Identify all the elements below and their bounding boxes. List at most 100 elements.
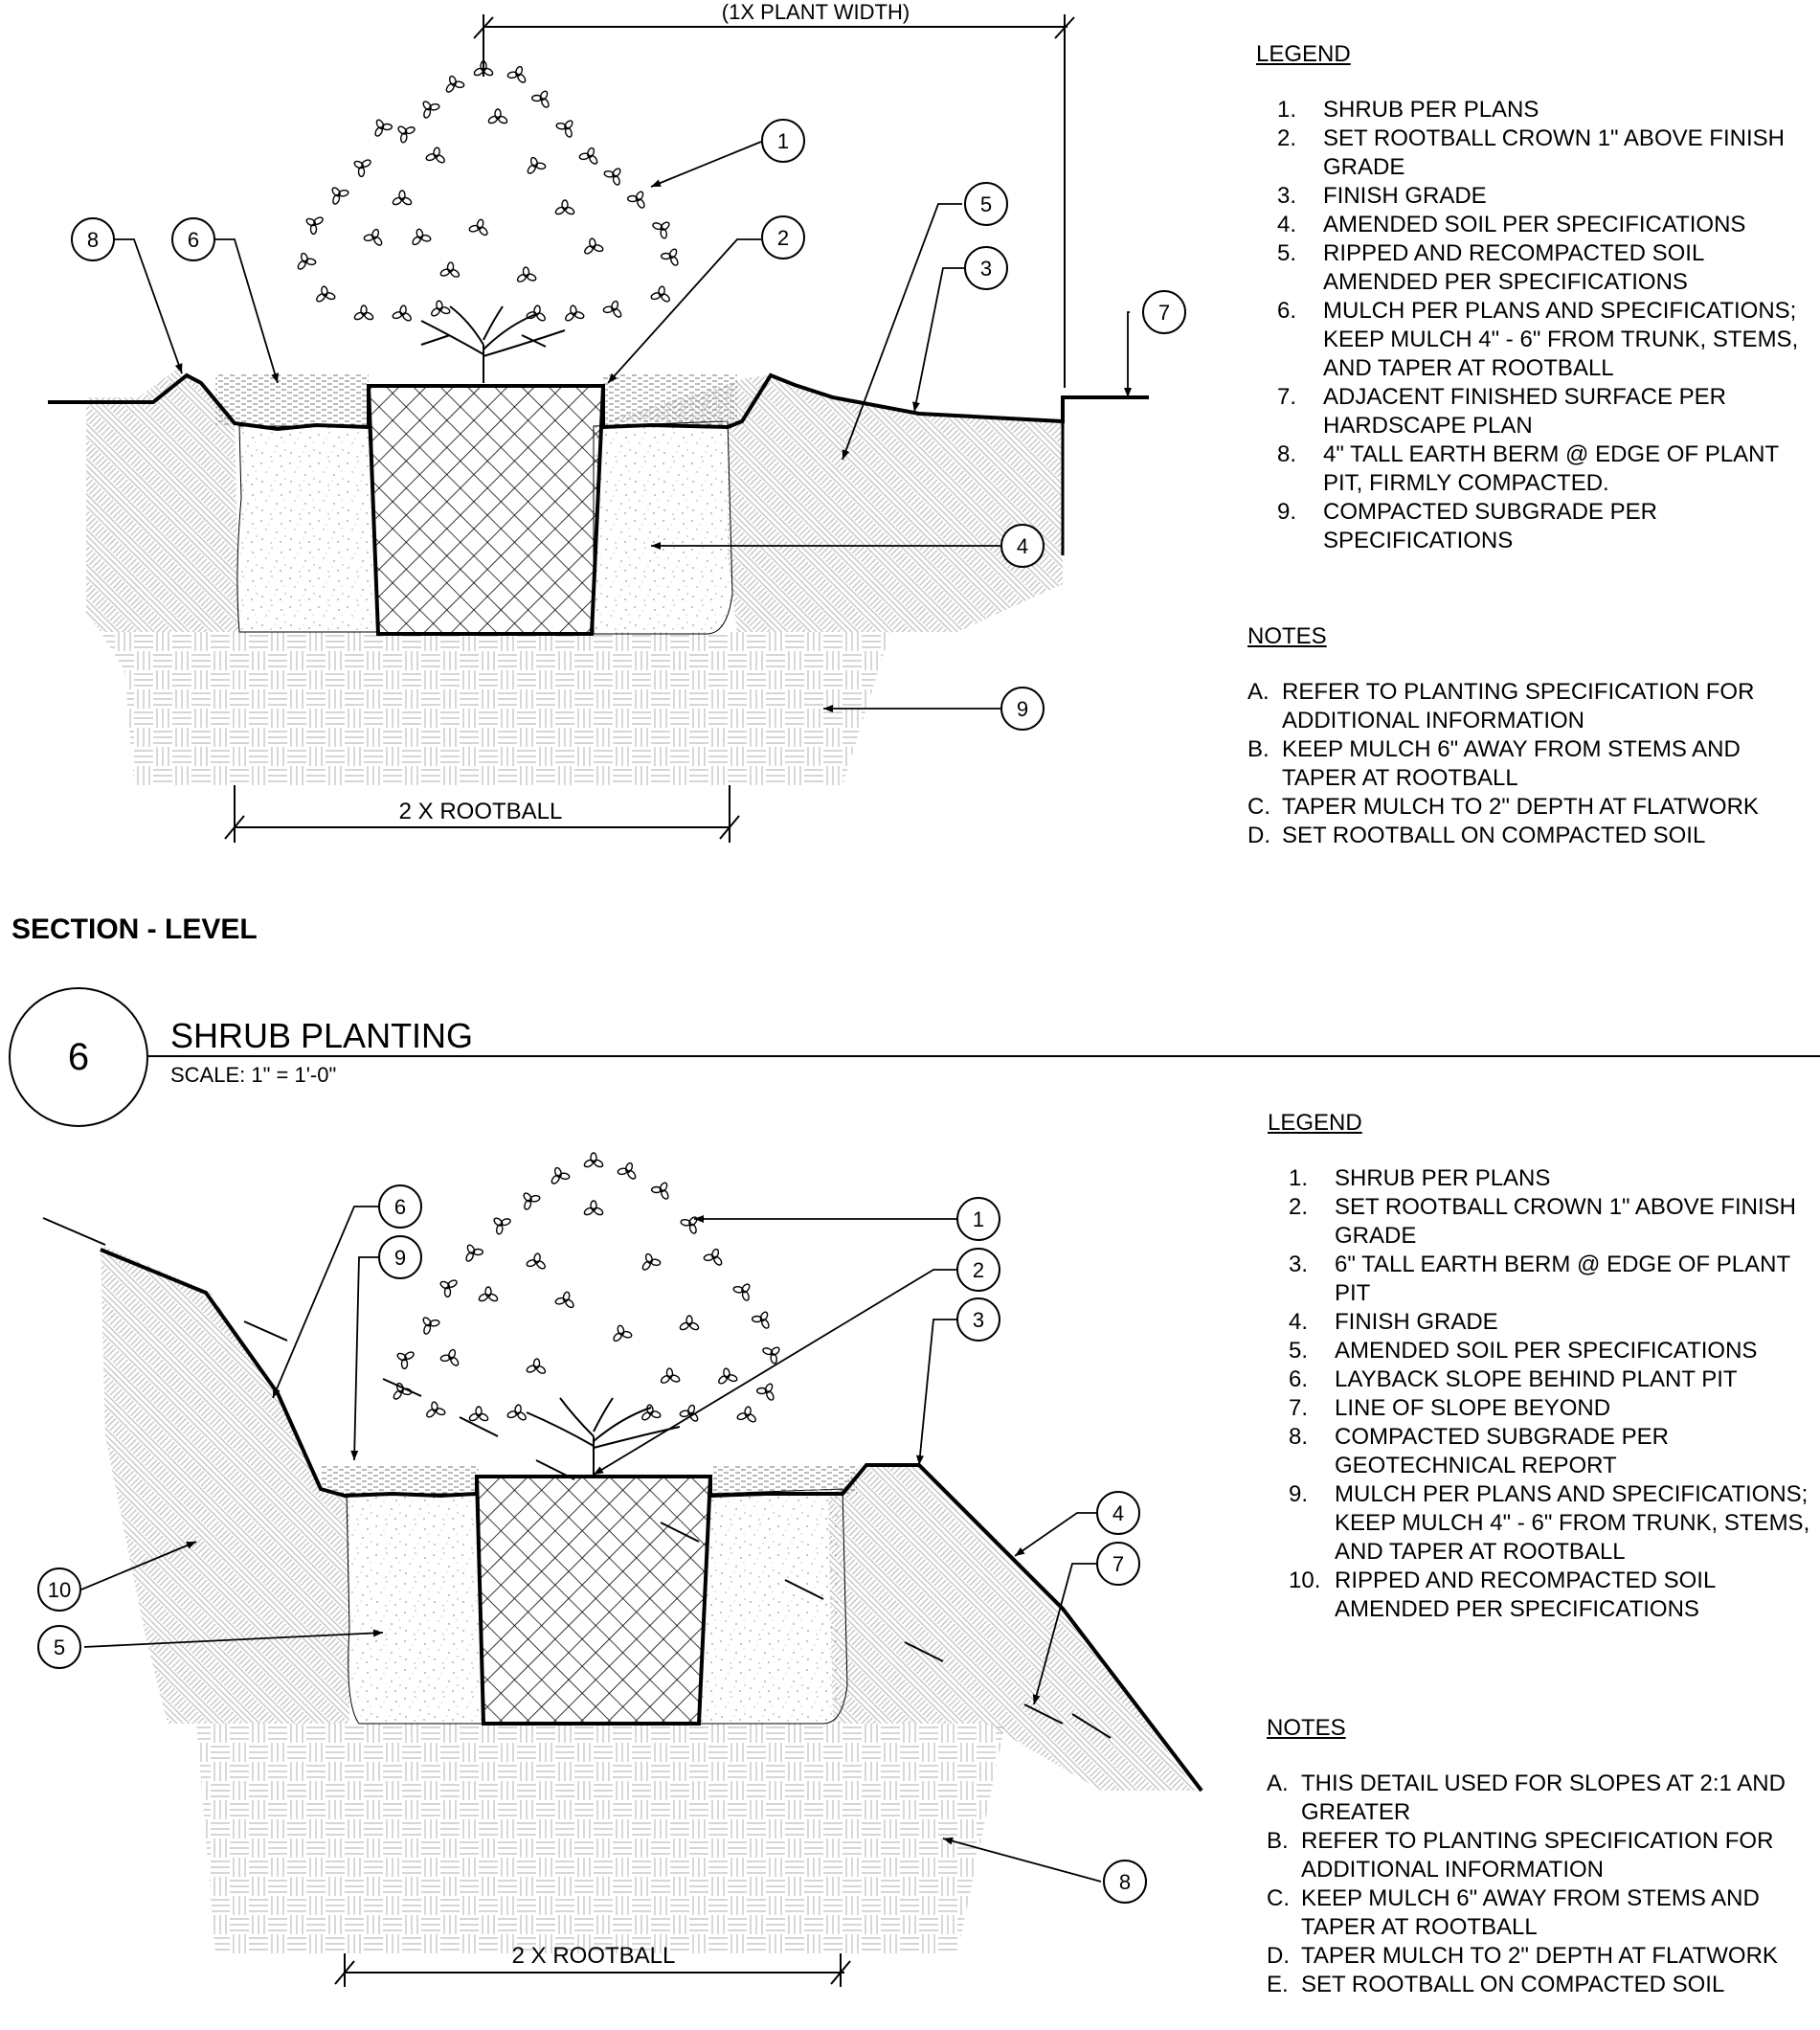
leaf-cluster [505, 62, 531, 86]
callout-number: 2 [777, 226, 789, 250]
leaf-cluster [576, 144, 603, 168]
leaf-cluster [714, 1365, 740, 1387]
callout-number: 1 [973, 1207, 984, 1231]
leaf-cluster [361, 225, 388, 249]
callout-circle [71, 217, 115, 261]
leaf-cluster [324, 180, 352, 208]
leaf-cluster [561, 303, 587, 324]
bottom-notes-list: A.THIS DETAIL USED FOR SLOPES AT 2:1 AND… [1267, 1770, 1812, 1999]
leader-lines-bottom [80, 1206, 1102, 1883]
leaf-cluster [392, 1344, 417, 1372]
shrub-stems-bottom [526, 1397, 681, 1475]
amended-soil [236, 425, 379, 633]
leaf-cluster [734, 1404, 760, 1425]
callout-number: 1 [777, 129, 789, 153]
callout-number: 8 [1119, 1870, 1131, 1894]
callout-number: 9 [1017, 697, 1028, 721]
leaf-cluster [505, 1402, 530, 1423]
legend-item: 2.SET ROOTBALL CROWN 1" ABOVE FINISH GRA… [1277, 125, 1785, 180]
legend-item: 8.COMPACTED SUBGRADE PER GEOTECHNICAL RE… [1289, 1424, 1669, 1478]
legend-item: 9.MULCH PER PLANS AND SPECIFICATIONS; KE… [1289, 1481, 1810, 1565]
top-legend-list: 1.SHRUB PER PLANS 2.SET ROOTBALL CROWN 1… [1256, 96, 1811, 555]
ripped-soil-slope-left [101, 1245, 349, 1724]
leaf-cluster [528, 85, 556, 111]
bottom-notes-title: NOTES [1267, 1715, 1346, 1741]
leaf-cluster [637, 1250, 663, 1274]
top-legend: LEGEND 1.SHRUB PER PLANS 2.SET ROOTBALL … [1256, 40, 1811, 555]
callout-number: 5 [54, 1635, 65, 1659]
leaf-cluster [415, 1310, 443, 1338]
top-notes: NOTES A.REFER TO PLANTING SPECIFICATION … [1247, 622, 1812, 850]
callout-circle [378, 1184, 422, 1229]
leaf-cluster [391, 118, 418, 147]
callout-circle [37, 1568, 81, 1612]
leaf-cluster [582, 1152, 605, 1169]
callout-number: 7 [1112, 1552, 1124, 1576]
leaf-cluster [600, 297, 627, 321]
note-item: A.REFER TO PLANTING SPECIFICATION FOR AD… [1247, 679, 1755, 733]
leaf-cluster [524, 303, 550, 324]
ripped-soil-right [603, 375, 1063, 632]
leaf-cluster [600, 161, 629, 189]
leaf-cluster [301, 210, 326, 237]
callout-circle [1142, 290, 1186, 334]
legend-item: 1.SHRUB PER PLANS [1277, 97, 1539, 123]
legend-item: 5.AMENDED SOIL PER SPECIFICATIONS [1289, 1338, 1758, 1364]
callout-circle [956, 1297, 1000, 1342]
note-item: B.KEEP MULCH 6" AWAY FROM STEMS AND TAPE… [1247, 736, 1741, 791]
rootball [366, 384, 606, 636]
mulch-bottom-right [713, 1465, 857, 1494]
rootball-dimension-bottom [334, 1953, 851, 1987]
callout-circle [1096, 1542, 1140, 1586]
callout-number: 8 [87, 228, 99, 252]
leaf-cluster [486, 108, 509, 125]
leaf-cluster [438, 260, 462, 280]
callout-number: 7 [1158, 301, 1170, 325]
shrub-foliage [292, 60, 685, 324]
callout-circle [378, 1235, 422, 1279]
callout-circle [1000, 524, 1045, 568]
bottom-legend: LEGEND 1.SHRUB PER PLANS 2.SET ROOTBALL … [1268, 1109, 1813, 1624]
legend-item: 7.ADJACENT FINISHED SURFACE PER HARDSCAP… [1277, 384, 1726, 439]
detail-number: 6 [68, 1036, 89, 1078]
legend-item: 2.SET ROOTBALL CROWN 1" ABOVE FINISH GRA… [1289, 1194, 1796, 1249]
leaf-cluster [648, 283, 674, 304]
section-label: SECTION - LEVEL [11, 914, 258, 945]
rootball-label-top: 2 X ROOTBALL [399, 799, 563, 824]
callout-circle [956, 1197, 1000, 1241]
leaf-cluster [753, 1378, 781, 1404]
leader-lines-top [102, 141, 1132, 712]
shrub-foliage-bottom [388, 1152, 787, 1425]
callout-circle [761, 119, 805, 163]
callout-circle [171, 217, 215, 261]
callout-circle [956, 1248, 1000, 1292]
callout-number: 5 [980, 192, 992, 216]
top-notes-list: A.REFER TO PLANTING SPECIFICATION FOR AD… [1247, 678, 1812, 850]
callout-number: 2 [973, 1258, 984, 1282]
leaf-cluster [615, 1159, 641, 1183]
top-detail: (1X PLANT WIDTH) 2 X ROOTBALL 123456789 … [11, 0, 1186, 945]
callout-number: 3 [980, 257, 992, 281]
leaf-cluster [553, 199, 576, 216]
leaf-cluster [407, 225, 434, 248]
ripped-soil-left [86, 369, 239, 632]
callout-circle [964, 182, 1008, 226]
leaf-cluster [582, 1200, 605, 1217]
note-item: D.SET ROOTBALL ON COMPACTED SOIL [1247, 823, 1706, 848]
leaf-cluster [677, 1209, 706, 1237]
callouts-top: 1 2 3 4 5 6 7 8 9 [71, 119, 1186, 731]
leaf-cluster [648, 1177, 676, 1203]
leaf-cluster [427, 298, 453, 319]
callout-circle [37, 1625, 81, 1669]
plant-width-label: (1X PLANT WIDTH) [722, 0, 910, 24]
leaf-cluster [415, 94, 443, 122]
leaf-cluster [352, 304, 375, 322]
callout-circle [1000, 687, 1045, 731]
leaf-cluster [515, 1185, 544, 1213]
bottom-legend-list: 1.SHRUB PER PLANS 2.SET ROOTBALL CROWN 1… [1268, 1164, 1813, 1624]
callout-number: 4 [1017, 534, 1028, 558]
callout-number: 6 [188, 228, 199, 252]
leaf-cluster [368, 114, 395, 140]
